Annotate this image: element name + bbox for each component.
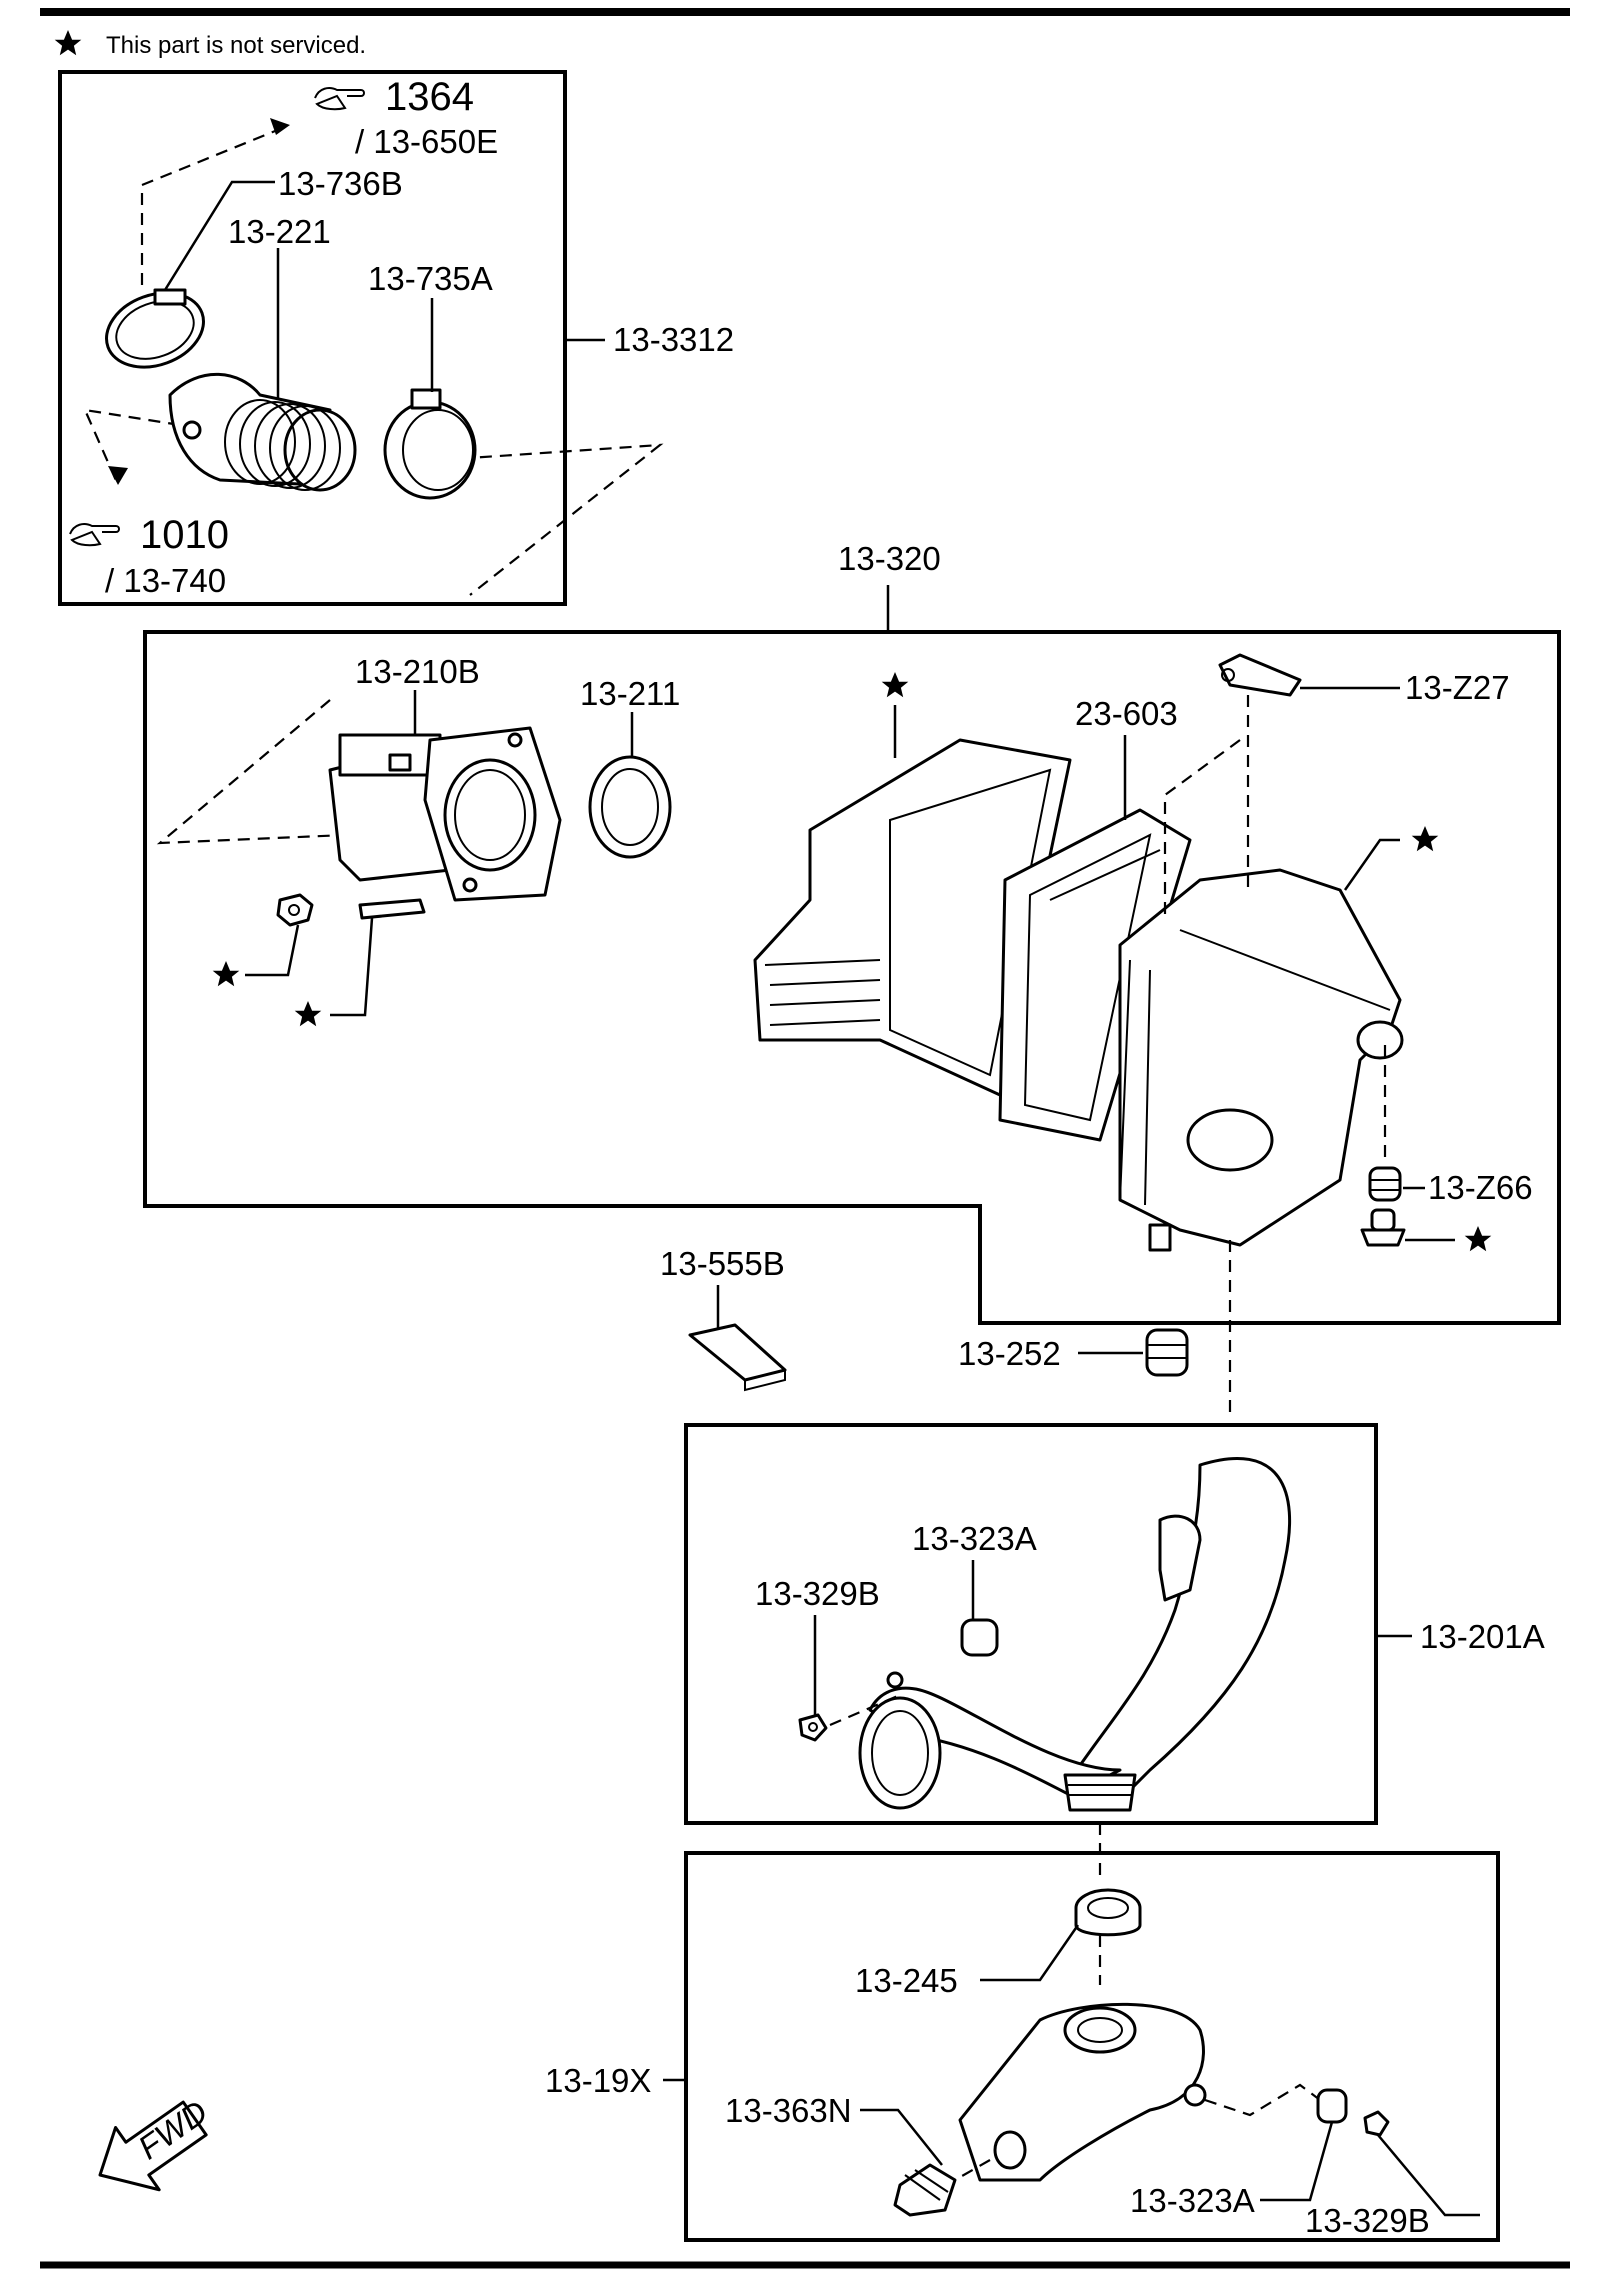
label-13-252: 13-252: [958, 1335, 1061, 1372]
dash-arrow-up: [140, 123, 291, 285]
pointing-hand-icon: [314, 87, 365, 111]
seal-13-245: [1074, 1888, 1142, 1937]
pin: [1360, 1208, 1406, 1247]
air-cleaner-case: [1118, 868, 1404, 1252]
star-icon: [1464, 1226, 1492, 1252]
group-box-13-201a: [684, 1423, 1378, 1825]
ref-1010: 1010: [140, 513, 229, 557]
star-icon: [1411, 826, 1439, 852]
label-13-555b: 13-555B: [660, 1245, 785, 1282]
star-icon: [294, 1001, 322, 1027]
bolt-13-329b: [798, 1713, 828, 1742]
legend-note: This part is not serviced.: [106, 32, 366, 59]
grommet-13-252: [1145, 1328, 1189, 1377]
label-13-735a: 13-735A: [368, 260, 493, 297]
gasket-13-211: [588, 755, 672, 859]
grommet-13-z66: [1368, 1166, 1402, 1202]
label-13-210b: 13-210B: [355, 653, 480, 690]
ref-13-650e: / 13-650E: [355, 123, 498, 160]
clip-13-z27: [1218, 653, 1302, 697]
label-13-201a: 13-201A: [1420, 1618, 1545, 1655]
fwd-arrow-icon: FWD: [98, 2093, 214, 2192]
ref-13-740: / 13-740: [105, 562, 226, 599]
clamp-13-735a: [383, 388, 477, 500]
grommet-13-323a: [960, 1618, 999, 1657]
label-13-z27: 13-Z27: [1405, 669, 1510, 706]
pad-13-555b: [688, 1323, 787, 1392]
star-icon: [881, 672, 909, 698]
air-cleaner-cover: [753, 738, 1072, 1097]
hose-13-221: [168, 372, 357, 492]
label-13-245: 13-245: [855, 1962, 958, 1999]
valve-13-363n: [893, 2163, 957, 2217]
label-13-221: 13-221: [228, 213, 331, 250]
dash-line-clamp: [439, 443, 664, 596]
group-box-13-19x: [684, 1851, 1500, 2242]
star-icon: [212, 961, 240, 987]
label-13-323a-lower: 13-323A: [1130, 2182, 1255, 2219]
label-13-211: 13-211: [580, 675, 680, 712]
label-13-19x: 13-19X: [545, 2062, 651, 2099]
label-13-3312: 13-3312: [613, 321, 734, 358]
label-13-z66: 13-Z66: [1428, 1169, 1533, 1206]
dash-arrow-down: [83, 408, 181, 486]
label-23-603: 23-603: [1075, 695, 1178, 732]
label-13-329b-lower: 13-329B: [1305, 2202, 1430, 2239]
resonator-13-19x: [958, 2002, 1207, 2182]
label-13-363n: 13-363N: [725, 2092, 852, 2129]
group-box-13-320: [143, 630, 1561, 1325]
nut: [276, 893, 314, 927]
label-13-323a-upper: 13-323A: [912, 1520, 1037, 1557]
group-box-13-3312: [58, 70, 567, 606]
bolt-13-329b-lower: [1363, 2110, 1390, 2137]
intake-duct-13-201a: [858, 1457, 1292, 1812]
label-13-320: 13-320: [838, 540, 941, 577]
ref-1364: 1364: [385, 75, 474, 119]
label-13-736b: 13-736B: [278, 165, 403, 202]
legend-star-icon: [54, 30, 82, 56]
airflow-meter-13-210b: [328, 726, 562, 902]
grommet-13-323a-lower: [1316, 2088, 1348, 2124]
pointing-hand-icon: [69, 523, 120, 547]
stud: [358, 898, 426, 920]
label-13-329b-upper: 13-329B: [755, 1575, 880, 1612]
